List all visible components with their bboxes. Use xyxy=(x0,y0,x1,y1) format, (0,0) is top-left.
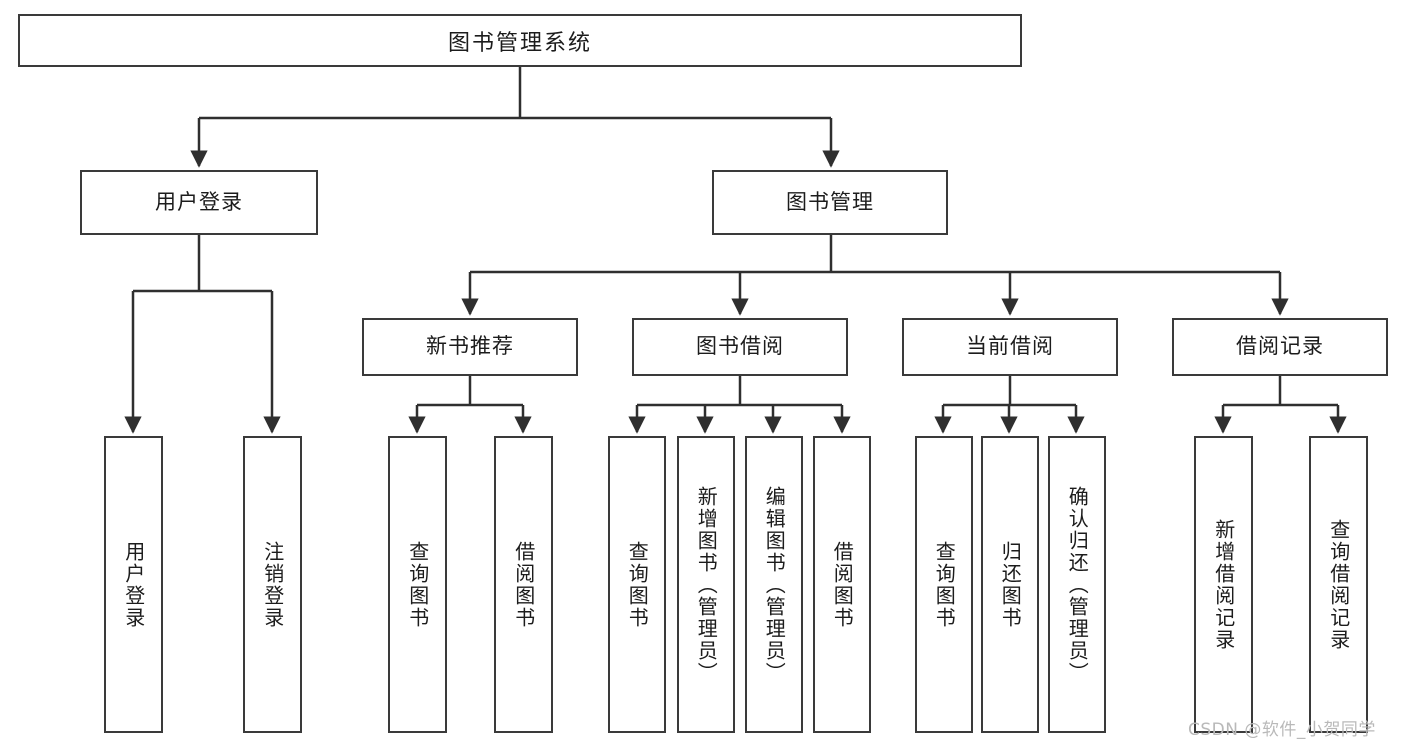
leaf-label: 注销登录 xyxy=(260,540,285,629)
leaf-book-borrow-1[interactable]: 查询图书 xyxy=(608,436,666,733)
leaf-current-borrow-3[interactable]: 确认归还（管理员） xyxy=(1048,436,1106,733)
leaf-label: 编辑图书（管理员） xyxy=(762,485,787,684)
leaf-label: 归还图书 xyxy=(998,540,1023,629)
leaf-label: 借阅图书 xyxy=(511,540,536,629)
node-user-login-label: 用户登录 xyxy=(155,189,243,214)
leaf-book-borrow-2[interactable]: 新增图书（管理员） xyxy=(677,436,735,733)
leaf-label: 查询借阅记录 xyxy=(1326,518,1351,651)
leaf-label: 确认归还（管理员） xyxy=(1065,485,1090,684)
leaf-new-book-2[interactable]: 借阅图书 xyxy=(494,436,553,733)
leaf-label: 查询图书 xyxy=(405,540,430,629)
node-book-borrow-label: 图书借阅 xyxy=(696,334,784,359)
node-borrow-record[interactable]: 借阅记录 xyxy=(1172,318,1388,376)
leaf-label: 用户登录 xyxy=(121,540,146,629)
node-book-management[interactable]: 图书管理 xyxy=(712,170,948,235)
leaf-user-login-2[interactable]: 注销登录 xyxy=(243,436,302,733)
leaf-label: 新增图书（管理员） xyxy=(694,485,719,684)
watermark-text: CSDN @软件_小贺同学 xyxy=(1188,720,1376,740)
leaf-book-borrow-3[interactable]: 编辑图书（管理员） xyxy=(745,436,803,733)
leaf-book-borrow-4[interactable]: 借阅图书 xyxy=(813,436,871,733)
node-book-management-label: 图书管理 xyxy=(786,189,874,214)
node-borrow-record-label: 借阅记录 xyxy=(1236,334,1324,359)
node-root-label: 图书管理系统 xyxy=(447,30,592,56)
node-new-book-recommend-label: 新书推荐 xyxy=(426,334,514,359)
leaf-label: 查询图书 xyxy=(625,540,650,629)
node-root-system[interactable]: 图书管理系统 xyxy=(18,14,1022,67)
leaf-user-login-1[interactable]: 用户登录 xyxy=(104,436,163,733)
node-user-login[interactable]: 用户登录 xyxy=(80,170,318,235)
leaf-label: 查询图书 xyxy=(932,540,957,629)
leaf-new-book-1[interactable]: 查询图书 xyxy=(388,436,447,733)
node-current-borrow-label: 当前借阅 xyxy=(966,334,1054,359)
leaf-borrow-record-1[interactable]: 新增借阅记录 xyxy=(1194,436,1253,733)
node-book-borrow[interactable]: 图书借阅 xyxy=(632,318,848,376)
node-current-borrow[interactable]: 当前借阅 xyxy=(902,318,1118,376)
leaf-label: 新增借阅记录 xyxy=(1211,518,1236,651)
leaf-label: 借阅图书 xyxy=(830,540,855,629)
leaf-borrow-record-2[interactable]: 查询借阅记录 xyxy=(1309,436,1368,733)
leaf-current-borrow-1[interactable]: 查询图书 xyxy=(915,436,973,733)
node-new-book-recommend[interactable]: 新书推荐 xyxy=(362,318,578,376)
leaf-current-borrow-2[interactable]: 归还图书 xyxy=(981,436,1039,733)
